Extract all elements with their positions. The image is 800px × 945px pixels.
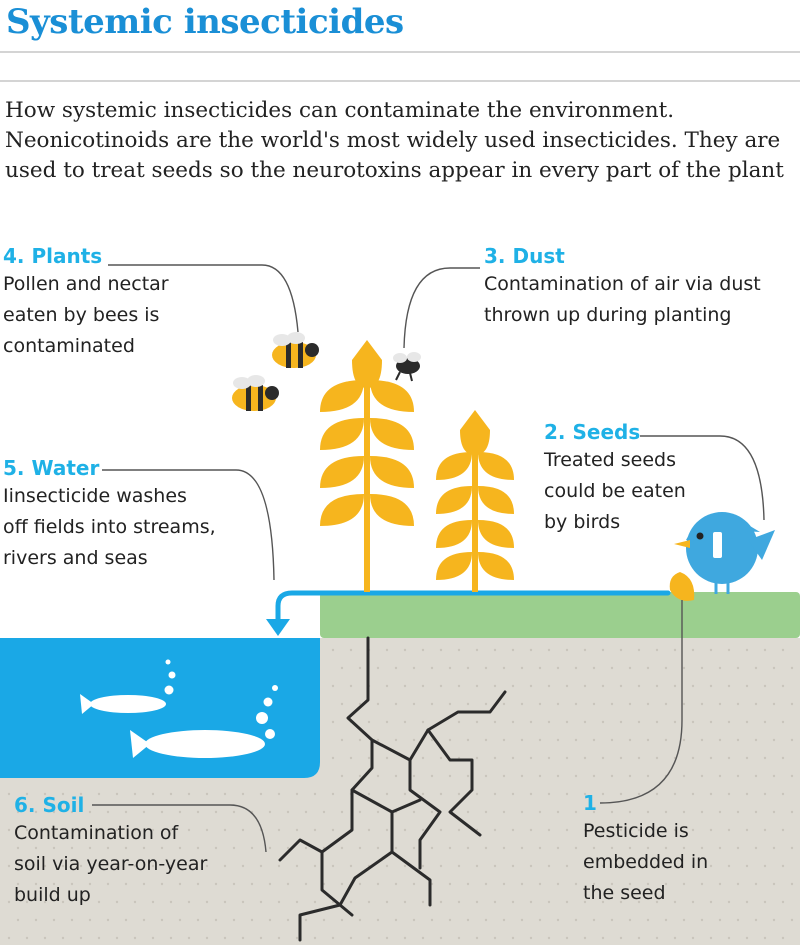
label-seeds-line-1: Treated seeds <box>544 449 677 471</box>
runoff-arrow <box>275 590 671 625</box>
runoff-arrow-head <box>266 619 290 636</box>
wheat-grain <box>436 452 472 480</box>
soil-cracks <box>278 636 507 942</box>
wheat-grain <box>370 456 414 488</box>
label-water-line-3: rivers and seas <box>3 547 148 569</box>
wheat-grain <box>478 520 514 548</box>
label-water: 5. Water Iinsecticide washes off fields … <box>3 455 216 574</box>
page-title: Systemic insecticides <box>6 2 404 42</box>
label-plants-line-3: contaminated <box>3 335 135 357</box>
wheat-grain <box>320 418 364 450</box>
label-dust-line-1: Contamination of air via dust <box>484 273 761 295</box>
treated-seed <box>669 572 695 601</box>
label-soil: 6. Soil Contamination of soil via year-o… <box>14 792 207 911</box>
label-dust-line-2: thrown up during planting <box>484 304 732 326</box>
intro-text: How systemic insecticides can contaminat… <box>5 98 784 183</box>
bird-icon <box>674 512 775 594</box>
label-water-heading: 5. Water <box>3 456 100 480</box>
wheat-grain <box>370 380 414 412</box>
label-seed-line-2: embedded in <box>583 851 709 873</box>
leader-seeds <box>640 435 765 521</box>
label-seeds-line-2: could be eaten <box>544 480 686 502</box>
soil-texture <box>7 648 794 940</box>
title-divider <box>0 51 800 53</box>
bee-icon <box>272 332 319 368</box>
wheat-grain <box>478 452 514 480</box>
wheat-grain <box>478 486 514 514</box>
label-soil-line-1: Contamination of <box>14 822 179 844</box>
label-dust-heading: 3. Dust <box>484 244 565 268</box>
wheat-grain <box>320 494 364 526</box>
label-plants: 4. Plants Pollen and nectar eaten by bee… <box>3 243 169 362</box>
label-seeds-heading: 2. Seeds <box>544 420 641 444</box>
wheat-grain <box>320 380 364 412</box>
fish-icon <box>80 659 278 758</box>
wheat-grain <box>436 520 472 548</box>
label-soil-line-2: soil via year-on-year <box>14 853 208 875</box>
grass-field <box>320 592 800 638</box>
wheat-grain <box>478 552 514 580</box>
label-seed: 1 Pesticide is embedded in the seed <box>583 790 708 909</box>
leader-dust <box>403 267 480 349</box>
label-plants-line-1: Pollen and nectar <box>3 273 169 295</box>
wheat-plant-small <box>460 410 490 592</box>
fly-icon <box>393 352 421 382</box>
wheat-plant-large <box>352 340 382 592</box>
intro-divider <box>0 80 800 82</box>
label-soil-line-3: build up <box>14 884 91 906</box>
label-dust: 3. Dust Contamination of air via dust th… <box>484 243 761 331</box>
label-seeds-line-3: by birds <box>544 511 621 533</box>
wheat-grain <box>436 552 472 580</box>
label-water-line-1: Iinsecticide washes <box>3 485 187 507</box>
leader-lines <box>92 264 765 853</box>
label-seed-heading: 1 <box>583 791 597 815</box>
label-soil-heading: 6. Soil <box>14 793 85 817</box>
label-seed-line-3: the seed <box>583 882 666 904</box>
leader-water <box>102 469 275 581</box>
wheat-grain <box>370 494 414 526</box>
label-plants-line-2: eaten by bees is <box>3 304 160 326</box>
label-plants-heading: 4. Plants <box>3 244 103 268</box>
wheat-grain <box>370 418 414 450</box>
bee-icon-2 <box>232 375 279 411</box>
wheat-grain <box>320 456 364 488</box>
label-seeds: 2. Seeds Treated seeds could be eaten by… <box>544 419 686 538</box>
label-seed-line-1: Pesticide is <box>583 820 689 842</box>
leader-seed <box>599 600 683 804</box>
leader-plants <box>108 264 299 333</box>
wheat-grain <box>436 486 472 514</box>
label-water-line-2: off fields into streams, <box>3 516 216 538</box>
leader-soil <box>92 804 267 853</box>
